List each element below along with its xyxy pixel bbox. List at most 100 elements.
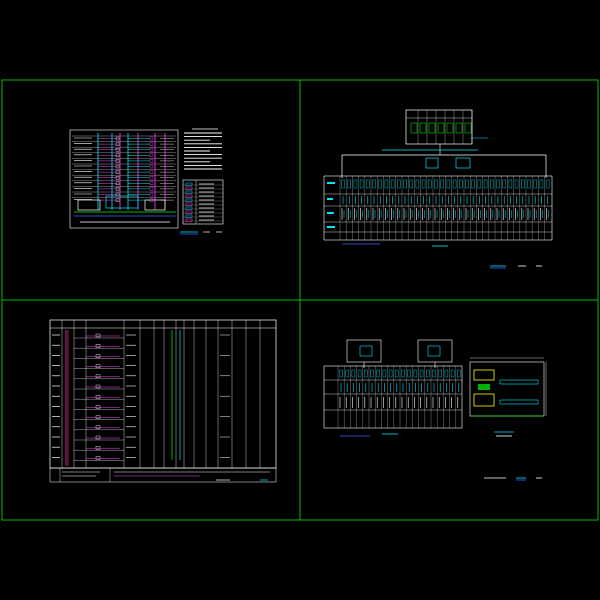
column-breaker [502,179,506,189]
floor-box [115,164,120,169]
column-breaker [378,179,382,189]
column-breaker [413,369,418,378]
riser-diagram [69,129,179,229]
column-breaker [496,179,500,189]
floor-box [149,136,154,141]
notes-text-lines [184,132,222,170]
schedule-columns [61,320,261,468]
column-breaker [382,369,387,378]
captions-bottom-right [340,431,514,437]
schedule-breaker [95,446,101,450]
column-breaker [359,179,364,189]
schedule-footer-notes [49,467,277,483]
column-breaker [428,179,432,189]
sheet-top-left [69,128,224,235]
legend-symbol [185,214,193,218]
column-breaker [357,369,362,378]
schedule-breaker [95,344,101,348]
legend-table [182,179,224,225]
column-breaker [419,369,424,378]
column-breaker [545,179,550,189]
column-breaker [471,179,475,189]
column-breaker [409,179,413,189]
legend-symbol [185,186,193,190]
column-breaker [401,369,405,378]
column-breaker [508,179,513,189]
title-block-bottom-right [484,477,542,481]
floor-box [115,136,120,141]
column-breaker [351,369,356,378]
design-notes-block [184,128,222,170]
column-breaker [446,179,451,189]
caption-top-right [342,243,448,247]
column-breaker [432,369,436,378]
floor-box [149,153,154,158]
column-breaker [370,369,374,378]
title-block-top-right [490,265,542,269]
column-breaker [366,179,370,189]
column-breaker [477,179,482,189]
legend-symbol [185,190,193,194]
floor-box [149,175,154,180]
column-breaker [459,179,463,189]
schedule-breaker [95,405,101,409]
floor-box [149,192,154,197]
schedule-breaker [95,364,101,368]
riser-floor-rows [72,135,176,202]
schedule-breaker [95,354,101,358]
floor-box [115,198,120,202]
sheet-bottom-right [323,339,547,481]
cell-breaker [428,122,436,134]
transformer-panels [346,339,453,368]
column-breaker [450,369,455,378]
floor-box [149,147,154,152]
floor-box [149,187,154,191]
column-breaker [403,179,407,189]
sheet-bottom-left [49,319,277,483]
legend-symbol [185,194,193,198]
main-busbar [341,149,547,178]
room-layout-plan [469,357,547,417]
column-breaker [434,179,438,189]
floor-box [115,159,120,163]
schedule-breaker [95,425,101,429]
legend-symbol [185,202,193,206]
legend-symbol [185,182,193,186]
column-breaker [372,179,376,189]
schedule-breaker [95,384,101,389]
column-breaker [527,179,531,189]
floor-box [149,170,154,174]
title-block-top-left [180,231,222,235]
column-breaker [521,179,525,189]
floor-box [149,181,154,186]
column-breaker [388,369,393,378]
column-breaker [514,179,519,189]
legend-symbol [185,210,193,214]
column-breaker [426,369,430,378]
column-breaker [341,179,345,189]
switchgear-lineup-small [323,365,463,429]
cell-breaker [437,122,445,134]
floor-box [149,142,154,146]
riser-base-equipment [74,195,176,223]
column-breaker [384,179,389,189]
column-breaker [415,179,420,189]
schedule-vertical-feeders [65,330,181,466]
switchgear-left-labels [327,182,335,228]
column-breaker [539,179,544,189]
column-breaker [483,179,488,189]
riser-trunk-lines [97,133,166,210]
column-breaker [533,179,537,189]
column-breaker [465,179,469,189]
column-breaker [444,369,449,378]
column-breaker [395,369,399,378]
column-breaker [353,179,358,189]
floor-box [149,159,154,163]
column-breaker [452,179,457,189]
column-breaker [438,369,442,378]
floor-box [149,164,154,169]
drawing-frame [1,79,599,521]
schedule-breaker [95,395,101,399]
schedule-breaker [95,415,101,419]
